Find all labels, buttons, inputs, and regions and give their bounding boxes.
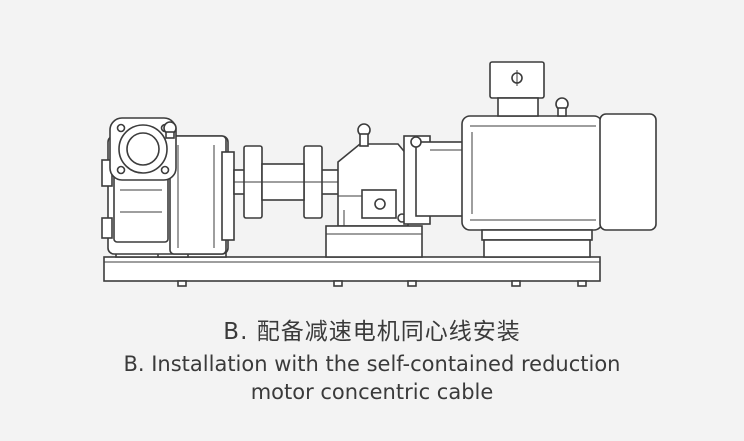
caption-english-line1: B. Installation with the self-contained … <box>123 352 621 376</box>
caption-english-line2: motor concentric cable <box>250 380 494 404</box>
base-bolts <box>177 280 587 287</box>
motor <box>461 113 657 231</box>
motor-feet <box>481 229 593 258</box>
lifting-eye-motor <box>555 97 569 117</box>
base-plate <box>103 256 601 282</box>
pump-assembly-drawing <box>101 61 657 287</box>
caption-chinese: B. 配备减速电机同心线安装 <box>223 319 521 345</box>
coupling-shaft <box>233 145 345 219</box>
gearbox-pedestal <box>325 225 423 258</box>
lifting-eye-pump <box>163 121 177 139</box>
lifting-eye-gearbox <box>357 123 371 147</box>
terminal-box <box>489 61 545 117</box>
gearbox <box>337 143 409 227</box>
inlet-flange <box>109 117 177 181</box>
motor-adapter <box>403 135 467 225</box>
